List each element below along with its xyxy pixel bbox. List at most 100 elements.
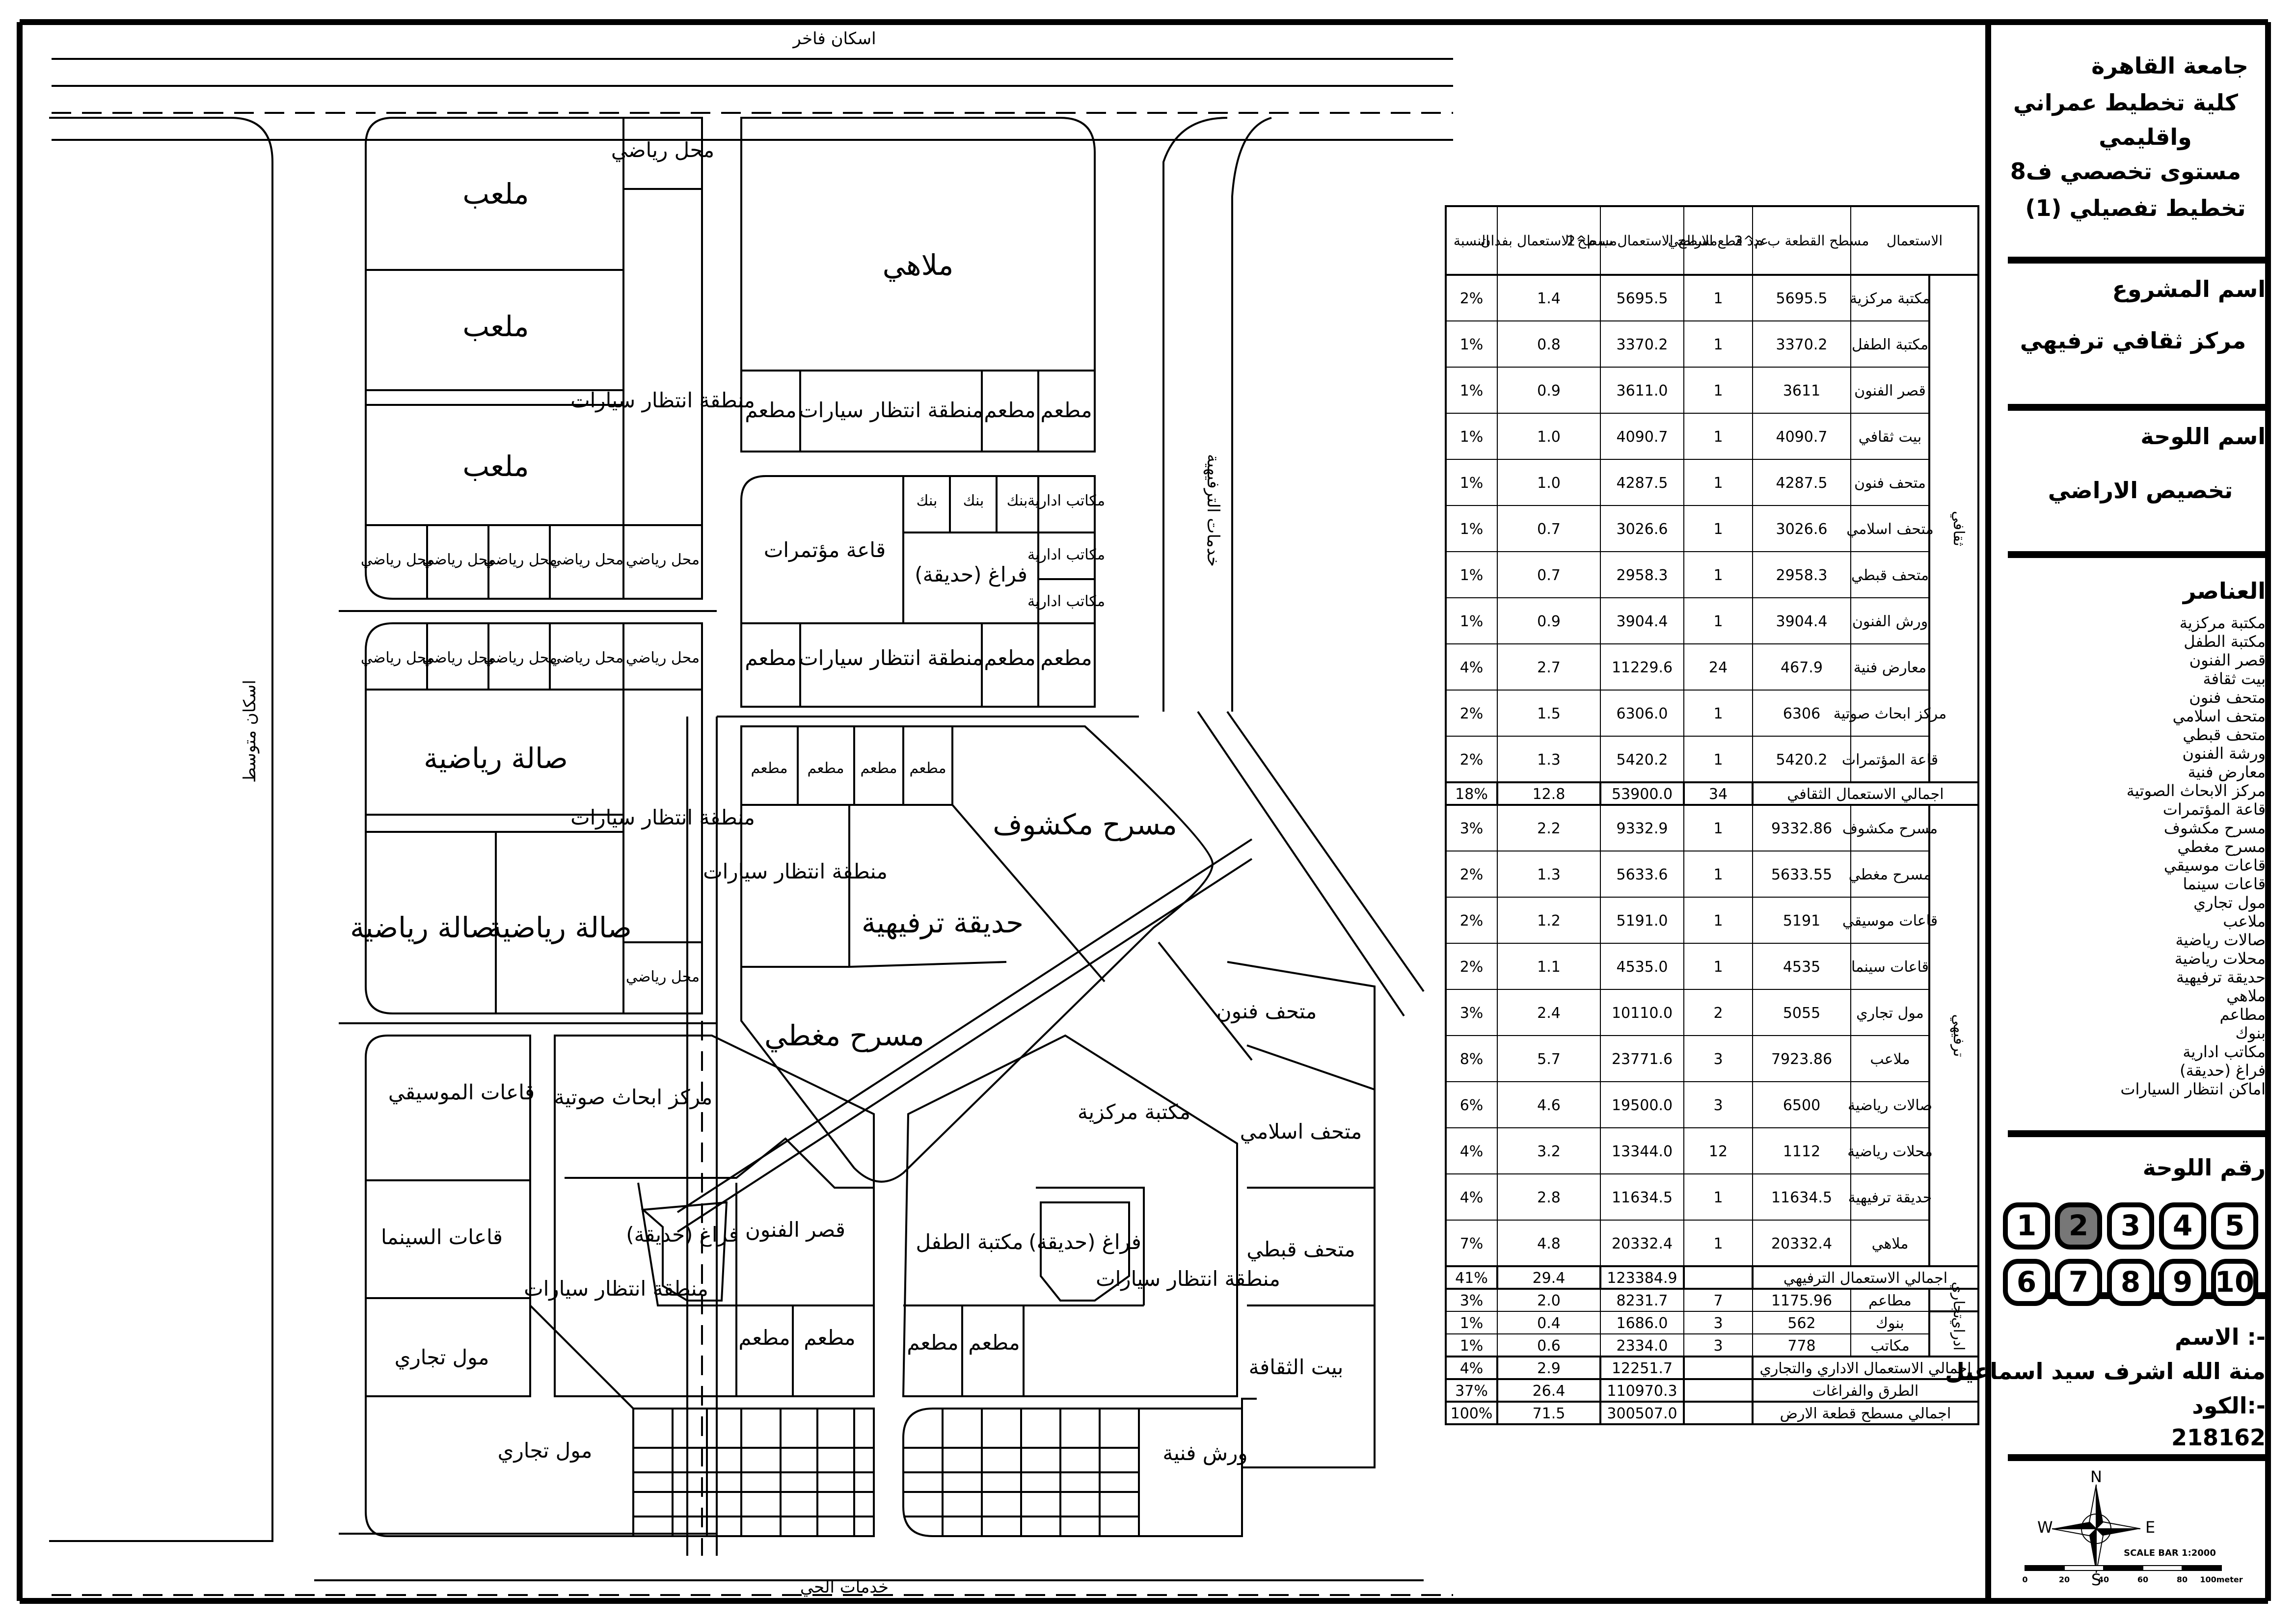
table-cell-g1-6-5: 6% [1460, 1097, 1484, 1114]
table-cell-g0-9-2: 1 [1713, 705, 1723, 722]
tb-name-label: الاسم :- [2175, 1324, 2266, 1350]
table-cell-g0-2-1: 3611 [1783, 382, 1820, 399]
tb-code: 218162 [2171, 1424, 2266, 1451]
plan-label-admin-3: مكاتب ادارية [1027, 593, 1105, 610]
scale-tick: 20 [2059, 1575, 2070, 1584]
scale-bar-segment [2025, 1565, 2065, 1571]
table-total-label-g1: اجمالي الاستعمال الترفيهي [1783, 1270, 1947, 1287]
table-cell-g0-5-2: 1 [1713, 521, 1723, 538]
table-cell-g1-6-3: 19500.0 [1612, 1097, 1673, 1114]
tb-element-item: قصر الفنون [2189, 651, 2266, 669]
tb-sheet-label: اسم اللوحة [2140, 423, 2266, 450]
tb-element-item: ملاهي [2226, 986, 2266, 1005]
table-cell-g1-9-2: 1 [1713, 1235, 1723, 1252]
sheet-number-box [2055, 1202, 2102, 1250]
table-cell-g1-4-3: 10110.0 [1612, 1005, 1673, 1022]
compass-s: S [2091, 1570, 2101, 1589]
table-total-all2-2: 300507.0 [1607, 1405, 1677, 1422]
table-total-g1-0: 41% [1455, 1270, 1488, 1287]
tb-project-label: اسم المشروع [2112, 276, 2266, 302]
table-cell-g1-4-5: 3% [1460, 1005, 1484, 1022]
plan-label-restaurant-3: مطعم [1040, 398, 1092, 423]
scale-bar-label: SCALE BAR 1:2000 [2124, 1548, 2216, 1558]
sheet-number: 4 [2173, 1209, 2192, 1242]
plan-label-restaurant-13: مطعم [907, 1330, 958, 1355]
tb-element-item: مكتبة الطفل [2184, 632, 2266, 651]
table-cell-g0-8-4: 2.7 [1537, 659, 1561, 676]
table-cell-g0-9-3: 6306.0 [1617, 705, 1668, 722]
table-cell-g1-0-2: 1 [1713, 820, 1723, 837]
sheet-number: 8 [2121, 1265, 2140, 1299]
table-cell-g0-9-5: 2% [1460, 705, 1484, 722]
table-cell-g2-0-4: 2.0 [1537, 1292, 1561, 1309]
table-cell-g3-1-5: 1% [1460, 1337, 1484, 1355]
plan-label-parking-5: منطقة انتظار سيارات [703, 859, 888, 883]
plan-label-restaurant-14: مطعم [968, 1330, 1020, 1355]
table-cell-g3-0-5: 1% [1460, 1315, 1484, 1332]
table-cell-g1-5-1: 7923.86 [1771, 1051, 1832, 1068]
table-header-0: الاستعمال [1887, 233, 1943, 249]
table-cell-g2-0-1: 1175.96 [1771, 1292, 1832, 1309]
plan-label-restaurant-7: مطعم [751, 760, 787, 777]
table-cell-g0-8-3: 11229.6 [1612, 659, 1673, 676]
table-cell-g1-4-4: 2.4 [1537, 1005, 1561, 1022]
table-cell-g0-4-3: 4287.5 [1617, 475, 1668, 492]
table-cell-g0-4-2: 1 [1713, 475, 1723, 492]
plan-label-parking-6: منطقة انتظار سيارات [524, 1277, 708, 1301]
tb-element-item: اماكن انتظار السيارات [2120, 1080, 2266, 1098]
table-cell-g0-3-5: 1% [1460, 428, 1484, 446]
compass-e: E [2145, 1518, 2155, 1537]
table-cell-g0-2-4: 0.9 [1537, 382, 1561, 399]
plan-label-open-theatre: مسرح مكشوف [993, 808, 1177, 842]
table-cell-g0-2-2: 1 [1713, 382, 1723, 399]
scale-tick: 60 [2137, 1575, 2148, 1584]
table-cell-g3-0-1: 562 [1787, 1315, 1815, 1332]
table-cell-g1-9-4: 4.8 [1537, 1235, 1561, 1252]
sheet-number: 3 [2121, 1209, 2140, 1242]
table-total-label-g0: اجمالي الاستعمال الثقافي [1787, 786, 1944, 803]
sheet-number-box [2107, 1202, 2154, 1250]
sheet-number: 7 [2069, 1265, 2088, 1299]
table-cell-g3-0-4: 0.4 [1537, 1315, 1561, 1332]
table-cell-g1-6-1: 6500 [1783, 1097, 1820, 1114]
table-cell-g1-6-0: صالات رياضية [1848, 1097, 1932, 1114]
tb-project-name: مركز ثقافي ترفيهي [2020, 327, 2246, 354]
tb-element-item: صالات رياضية [2175, 931, 2266, 949]
table-cell-g0-10-2: 1 [1713, 751, 1723, 769]
plan-label-sport-shop-r1: محل رياضي [361, 551, 434, 568]
scale-tick: 0 [2022, 1575, 2027, 1584]
table-cell-g0-3-3: 4090.7 [1617, 428, 1668, 446]
table-cell-g1-0-3: 9332.9 [1617, 820, 1668, 837]
table-cell-g1-4-1: 5055 [1783, 1005, 1820, 1022]
tb-element-item: مكتبة مركزية [2180, 613, 2266, 632]
sheet-number: 5 [2225, 1209, 2244, 1242]
table-cell-g1-5-2: 3 [1713, 1051, 1723, 1068]
plan-label-sport-shop-s5: محل رياضي [626, 649, 700, 666]
table-cell-g1-3-1: 4535 [1783, 958, 1820, 976]
tb-elements-label: العناصر [2182, 578, 2266, 604]
road-top-label: اسكان فاخر [792, 29, 876, 49]
table-cell-g1-9-5: 7% [1460, 1235, 1484, 1252]
table-cell-g0-8-0: معارض فنية [1854, 659, 1927, 676]
table-cell-g1-1-4: 1.3 [1537, 866, 1561, 883]
plan-label-bank-1: بنك [917, 492, 938, 509]
road-right-label: خدمات الترفيهية [1203, 454, 1223, 567]
table-cell-g3-0-0: بنوك [1876, 1315, 1904, 1332]
tb-element-item: متحف فنون [2189, 688, 2266, 707]
table-total-all1-2: 110970.3 [1607, 1383, 1677, 1400]
plan-label-bank-3: بنك [1007, 492, 1028, 509]
table-header-5: النسبة [1454, 233, 1489, 249]
table-cell-g1-1-5: 2% [1460, 866, 1484, 883]
plan-label-bank-2: بنك [963, 492, 984, 509]
table-cell-g1-2-3: 5191.0 [1617, 912, 1668, 930]
table-cell-g0-10-1: 5420.2 [1776, 751, 1828, 769]
table-cell-g1-8-5: 4% [1460, 1189, 1484, 1206]
table-group-3: ادراي [1950, 1317, 1967, 1351]
table-cell-g1-8-3: 11634.5 [1612, 1189, 1673, 1206]
table-cell-g1-5-0: ملاعب [1870, 1051, 1910, 1068]
table-cell-g3-0-3: 1686.0 [1617, 1315, 1668, 1332]
table-cell-g3-1-4: 0.6 [1537, 1337, 1561, 1355]
